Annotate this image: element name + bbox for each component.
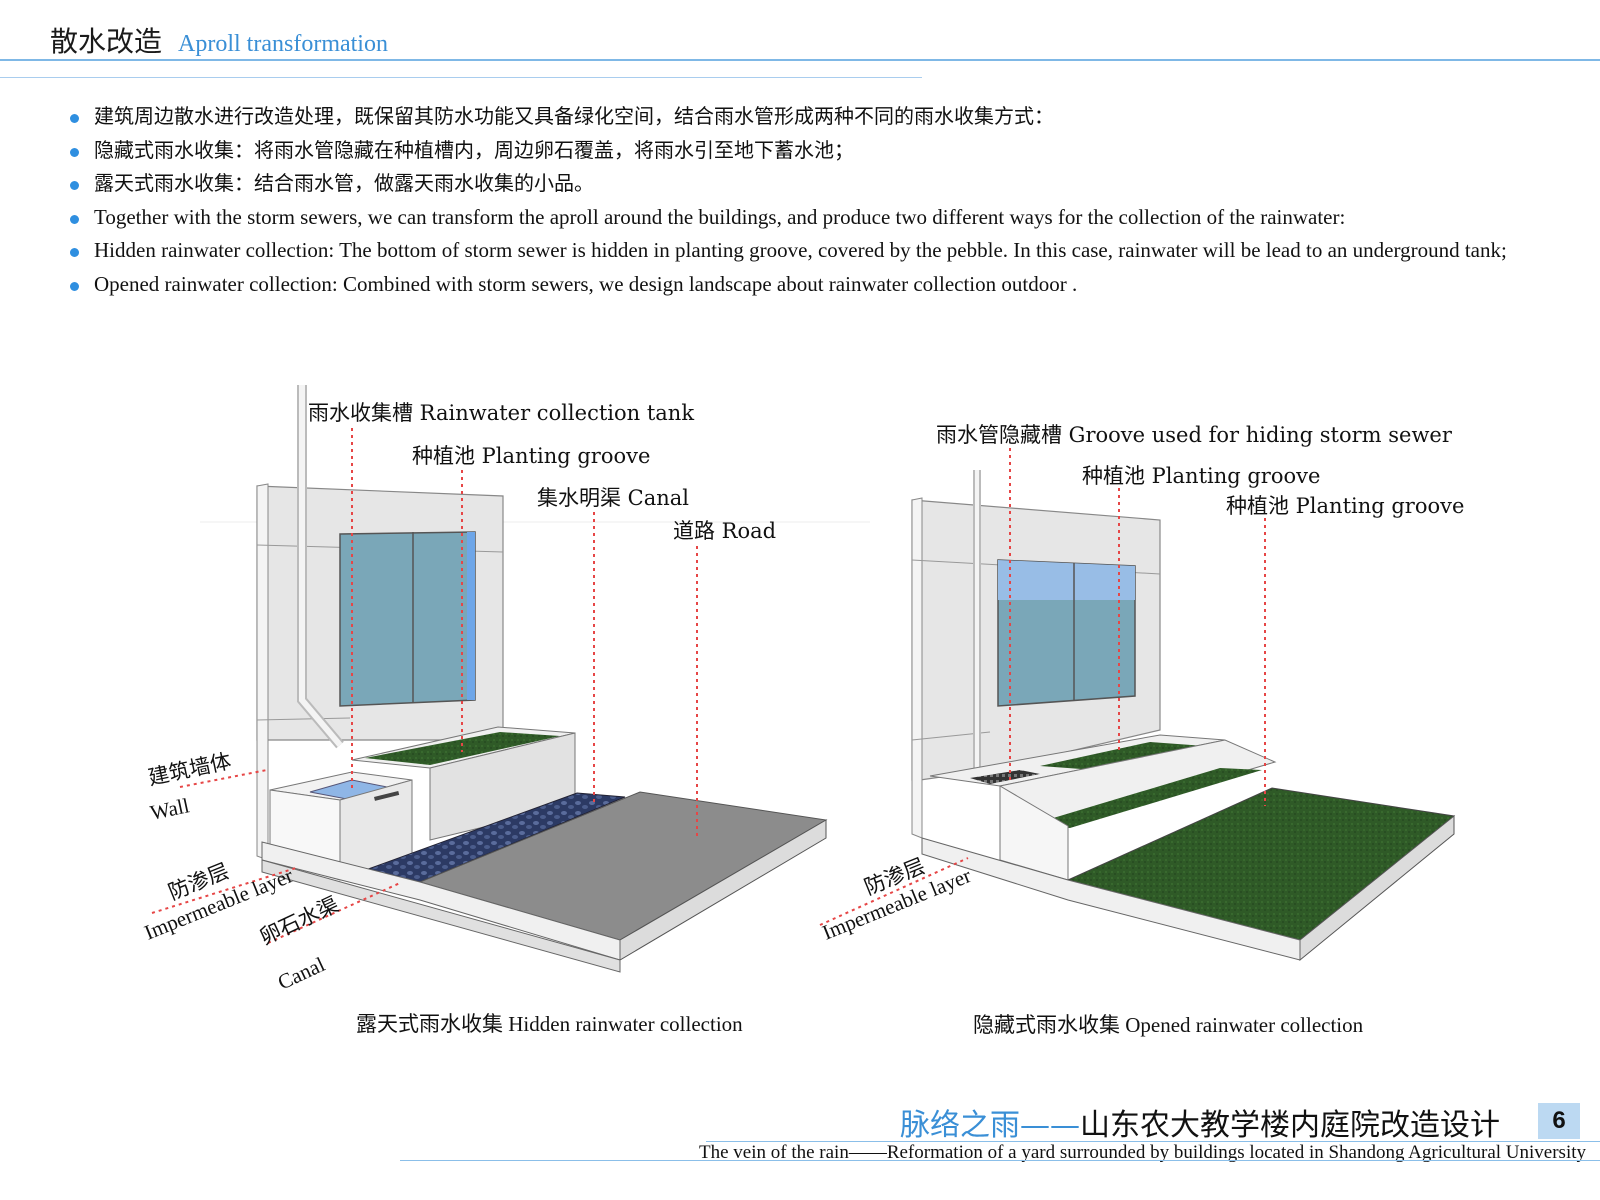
list-item: 建筑周边散水进行改造处理，既保留其防水功能又具备绿化空间，结合雨水管形成两种不同… [70, 100, 1510, 134]
header-rule [0, 59, 1600, 61]
label-hidden-groove: 雨水管隐藏槽 Groove used for hiding storm sewe… [936, 423, 1453, 447]
page-header: 散水改造 Aproll transformation [50, 20, 388, 60]
bullet-list: 建筑周边散水进行改造处理，既保留其防水功能又具备绿化空间，结合雨水管形成两种不同… [70, 100, 1510, 301]
label-planting-groove: 种植池 Planting groove [412, 444, 650, 468]
planting-bed [365, 732, 560, 765]
window [339, 531, 476, 707]
label-wall-cn: 建筑墙体 [146, 749, 233, 790]
label-planting-groove-2: 种植池 Planting groove [1226, 494, 1464, 518]
page-title-cn: 散水改造 [50, 25, 163, 58]
label-planting-groove-1: 种植池 Planting groove [1082, 464, 1320, 488]
list-item: Together with the storm sewers, we can t… [70, 201, 1510, 235]
label-road: 道路 Road [673, 519, 776, 543]
page-number: 6 [1538, 1103, 1580, 1139]
caption-left: 露天式雨水收集 Hidden rainwater collection [356, 1012, 743, 1036]
left-leaders [151, 428, 698, 944]
hidden-groove-grate [970, 770, 1040, 784]
list-item: 隐藏式雨水收集：将雨水管隐藏在种植槽内，周边卵石覆盖，将雨水引至地下蓄水池； [70, 134, 1510, 168]
label-canal-en: Canal [274, 952, 329, 995]
label-collection-tank: 雨水收集槽 Rainwater collection tank [308, 401, 694, 425]
left-diagram [200, 385, 870, 973]
right-leaders [819, 448, 1266, 926]
footer-title-black: 山东农大教学楼内庭院改造设计 [1080, 1108, 1500, 1143]
footer-title-blue: 脉络之雨—— [900, 1108, 1080, 1143]
right-diagram [911, 470, 1456, 962]
footer-title: 脉络之雨——山东农大教学楼内庭院改造设计 [900, 1100, 1500, 1144]
list-item: Opened rainwater collection: Combined wi… [70, 268, 1510, 302]
label-canal-top: 集水明渠 Canal [537, 486, 689, 510]
footer-rule-bottom [400, 1160, 1600, 1161]
footer-rule [706, 1141, 1600, 1142]
header-subrule [0, 77, 922, 78]
footer-subtitle: The vein of the rain——Reformation of a y… [699, 1142, 1586, 1163]
page-title-en: Aproll transformation [178, 31, 388, 57]
diagram-canvas: 雨水收集槽 Rainwater collection tank 种植池 Plan… [141, 385, 1464, 995]
upper-planting-bed [1040, 742, 1205, 770]
list-item: 露天式雨水收集：结合雨水管，做露天雨水收集的小品。 [70, 167, 1510, 201]
list-item: Hidden rainwater collection: The bottom … [70, 234, 1510, 268]
caption-right: 隐藏式雨水收集 Opened rainwater collection [973, 1013, 1364, 1037]
label-canal-cn: 卵石水渠 [256, 892, 342, 949]
label-wall-en: Wall [148, 793, 191, 825]
middle-planting-bed [1030, 768, 1262, 828]
